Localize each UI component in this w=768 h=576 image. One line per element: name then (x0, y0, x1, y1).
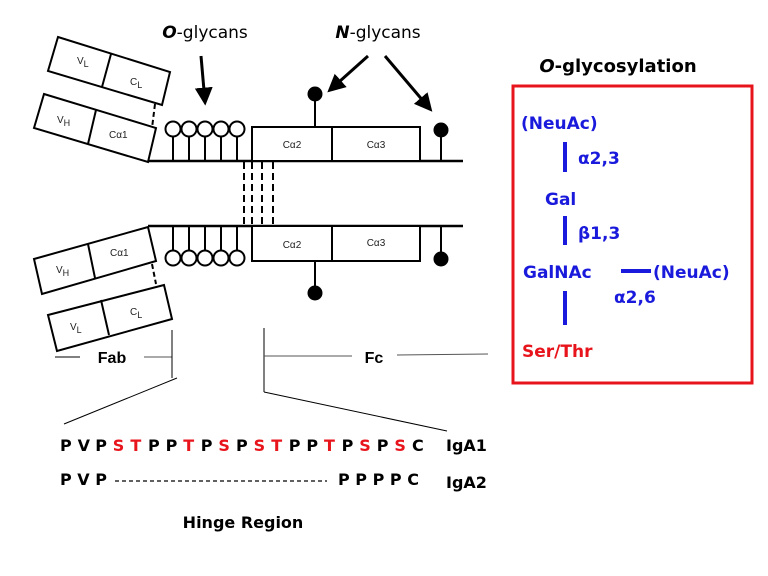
n-glycans-arrow-left (327, 54, 370, 93)
iga2-hinge-sequence: P V P P P P P C (60, 470, 419, 489)
lower-fc-domains: Cα2 Cα3 (251, 225, 421, 262)
fc-label: Fc (365, 350, 384, 367)
glycan-linkage-a26: α2,6 (614, 288, 656, 308)
fab-label: Fab (98, 350, 127, 367)
o-glycan-structure: (NeuAc) α2,3 Gal β1,3 GalNAc (NeuAc) α2,… (521, 114, 730, 362)
domain-ca3-lower: Cα3 (367, 238, 386, 249)
lower-disulfide-bond (151, 263, 157, 285)
hinge-disulfide-bonds (243, 162, 274, 225)
upper-n-glycan-tailpiece (433, 122, 449, 161)
upper-n-glycan-ca2 (307, 86, 323, 127)
residue: P (166, 436, 178, 455)
residue: P (60, 436, 72, 455)
residue: P (95, 436, 107, 455)
iga2-suffix: P P P P C (338, 470, 419, 489)
residue: V (78, 436, 91, 455)
residue: P (201, 436, 213, 455)
glycan-neuac-branch: (NeuAc) (653, 263, 730, 283)
iga2-prefix: P V P (60, 470, 107, 489)
upper-disulfide-bond (151, 103, 156, 129)
o-glycan-icon (196, 249, 214, 267)
glycan-linkage-b13: β1,3 (578, 224, 620, 244)
domain-ca3-upper: Cα3 (367, 140, 386, 151)
domain-vl-upper: VL (77, 56, 89, 69)
lower-n-glycan-ca2 (307, 261, 323, 301)
n-glycans-label: N-glycans (335, 23, 420, 43)
upper-fc-domains: Cα2 Cα3 (251, 126, 421, 162)
o-glycosylation-title: O-glycosylation (539, 56, 696, 77)
glycosylation-site-residue: S (359, 436, 371, 455)
glycosylation-site-residue: T (130, 436, 141, 455)
o-glycan-icon (212, 120, 230, 138)
iga1-label: IgA1 (446, 436, 487, 455)
domain-ca2-upper: Cα2 (283, 140, 302, 151)
upper-light-chain: VL CL (46, 35, 172, 107)
glycosylation-site-residue: S (113, 436, 125, 455)
o-glycans-arrow (194, 55, 213, 106)
glycan-gal: Gal (545, 190, 576, 210)
o-glycans-label: O-glycans (162, 23, 248, 43)
o-glycan-icon (228, 120, 246, 138)
domain-cl-lower: CL (130, 307, 142, 320)
residue: C (412, 436, 424, 455)
glycan-linkage-a23: α2,3 (578, 149, 620, 169)
domain-ca2-lower: Cα2 (283, 240, 302, 251)
hinge-zoom-line-right (263, 391, 448, 432)
o-glycan-icon (164, 249, 182, 267)
lower-heavy-chain-fab: VH Cα1 (32, 225, 158, 296)
domain-vl-lower: VL (70, 322, 82, 335)
glycosylation-site-residue: S (254, 436, 266, 455)
o-glycan-icon (164, 120, 182, 138)
o-glycan-icon (212, 249, 230, 267)
o-glycan-icon (196, 120, 214, 138)
residue: P (148, 436, 160, 455)
n-glycans-arrow-right (383, 55, 433, 112)
hinge-region-label: Hinge Region (183, 513, 304, 532)
o-glycan-icon (180, 249, 198, 267)
residue: P (377, 436, 389, 455)
hinge-zoom-line-left (63, 377, 178, 425)
lower-o-glycans (164, 226, 246, 267)
fc-bracket: Fc (263, 328, 489, 392)
glycosylation-site-residue: S (218, 436, 230, 455)
domain-cl-upper: CL (130, 77, 142, 90)
glycan-anchor-ser-thr: Ser/Thr (522, 342, 593, 362)
o-glycosylation-box (511, 84, 754, 385)
domain-vh-lower: VH (56, 265, 69, 278)
o-glycan-icon (228, 249, 246, 267)
residue: P (342, 436, 354, 455)
glycosylation-site-residue: T (183, 436, 194, 455)
glycan-galnac: GalNAc (523, 263, 592, 283)
fab-bracket: Fab (55, 330, 173, 378)
residue: P (236, 436, 248, 455)
glycosylation-site-residue: T (271, 436, 282, 455)
iga2-label: IgA2 (446, 473, 487, 492)
glycan-neuac-terminal: (NeuAc) (521, 114, 598, 134)
glycosylation-site-residue: S (394, 436, 406, 455)
upper-heavy-chain-fab: VH Cα1 (32, 92, 158, 164)
domain-ca1-upper: Cα1 (109, 130, 128, 141)
domain-vh-upper: VH (57, 115, 70, 128)
domain-ca1-lower: Cα1 (110, 248, 129, 259)
upper-o-glycans (164, 120, 246, 161)
residue: P (306, 436, 318, 455)
lower-n-glycan-tailpiece (433, 226, 449, 267)
lower-light-chain: VL CL (46, 283, 174, 353)
o-glycan-icon (180, 120, 198, 138)
glycosylation-site-residue: T (324, 436, 335, 455)
residue: P (289, 436, 301, 455)
